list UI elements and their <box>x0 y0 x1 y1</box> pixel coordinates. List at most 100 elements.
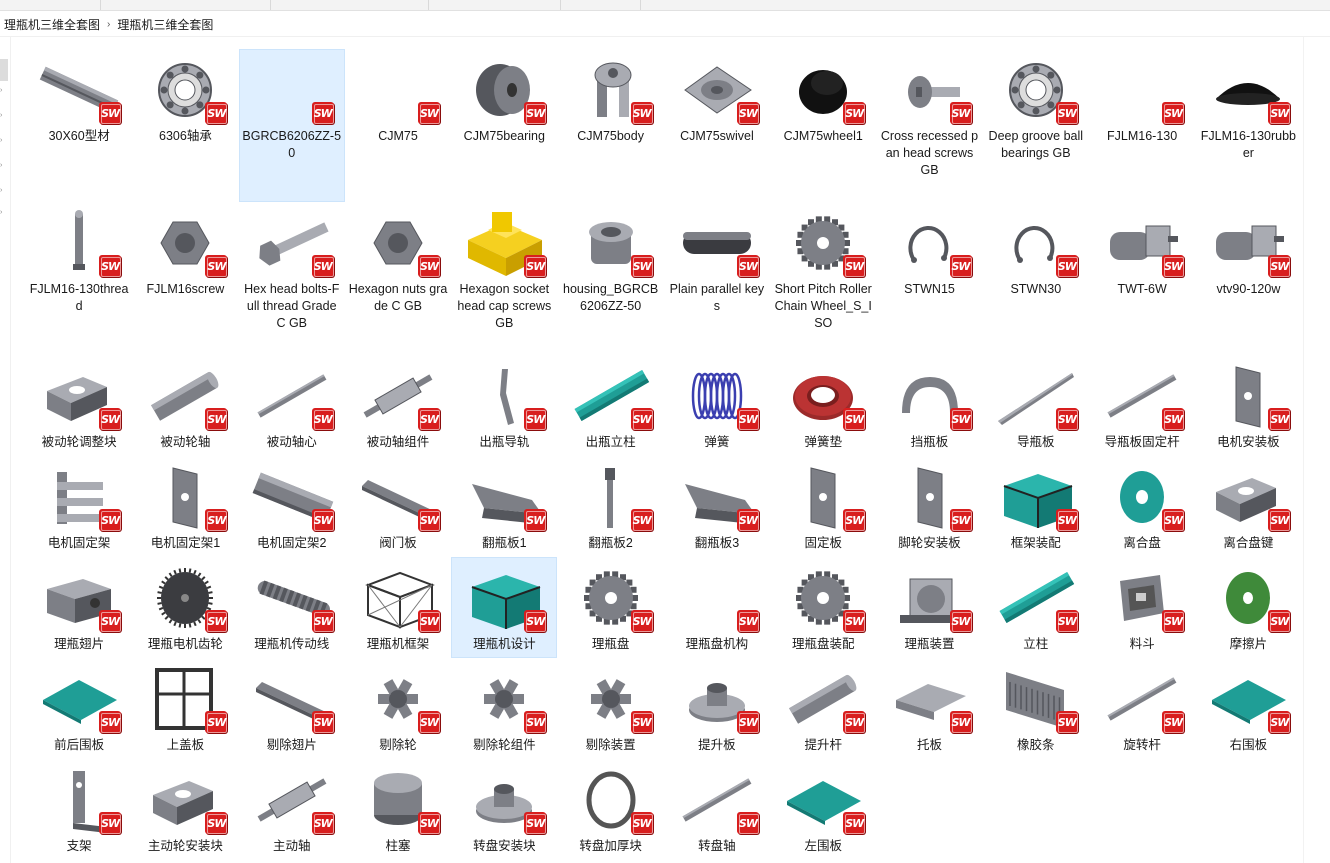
expand-arrow-icon[interactable]: › <box>0 187 3 194</box>
file-thumbnail[interactable]: SW <box>882 663 978 735</box>
file-thumbnail[interactable]: SW <box>775 562 871 634</box>
file-thumbnail[interactable]: SW <box>244 360 340 432</box>
file-thumbnail[interactable]: SW <box>244 54 340 126</box>
file-thumbnail[interactable]: SW <box>31 562 127 634</box>
file-thumbnail[interactable]: SW <box>244 207 340 279</box>
file-thumbnail[interactable]: SW <box>669 54 765 126</box>
file-thumbnail[interactable]: SW <box>137 663 233 735</box>
file-thumbnail[interactable]: SW <box>244 562 340 634</box>
file-thumbnail[interactable]: SW <box>31 207 127 279</box>
nav-selected-item[interactable] <box>0 59 8 81</box>
file-thumbnail[interactable]: SW <box>137 764 233 836</box>
file-thumbnail[interactable]: SW <box>775 360 871 432</box>
file-thumbnail[interactable]: SW <box>563 764 659 836</box>
expand-arrow-icon[interactable]: › <box>0 137 3 144</box>
file-thumbnail[interactable]: SW <box>137 562 233 634</box>
file-thumbnail[interactable]: SW <box>882 54 978 126</box>
file-thumbnail[interactable]: SW <box>775 764 871 836</box>
file-thumbnail[interactable]: SW <box>669 461 765 533</box>
file-thumbnail[interactable]: SW <box>1200 461 1296 533</box>
file-thumbnail[interactable]: SW <box>350 207 446 279</box>
file-thumbnail[interactable]: SW <box>244 461 340 533</box>
chevron-right-icon[interactable]: › <box>107 18 111 30</box>
file-thumbnail[interactable]: SW <box>350 663 446 735</box>
file-thumbnail[interactable]: SW <box>244 663 340 735</box>
expand-arrow-icon[interactable]: › <box>0 162 3 169</box>
file-thumbnail[interactable]: SW <box>775 207 871 279</box>
file-thumbnail[interactable]: SW <box>350 461 446 533</box>
file-thumbnail[interactable]: SW <box>1200 562 1296 634</box>
file-thumbnail[interactable]: SW <box>988 54 1084 126</box>
file-thumbnail[interactable]: SW <box>775 663 871 735</box>
file-thumbnail[interactable]: SW <box>1200 663 1296 735</box>
expand-arrow-icon[interactable]: › <box>0 209 3 216</box>
file-thumbnail[interactable]: SW <box>31 663 127 735</box>
file-thumbnail[interactable]: SW <box>882 360 978 432</box>
file-thumbnail[interactable]: SW <box>563 360 659 432</box>
file-thumbnail[interactable]: SW <box>1200 207 1296 279</box>
breadcrumb-item[interactable]: 理瓶机三维全套图 <box>117 17 214 32</box>
file-thumbnail[interactable]: SW <box>244 764 340 836</box>
file-thumbnail[interactable]: SW <box>137 461 233 533</box>
navigation-pane[interactable]: › › › › › › <box>0 37 11 863</box>
file-thumbnail[interactable]: SW <box>1094 461 1190 533</box>
file-thumbnail[interactable]: SW <box>882 461 978 533</box>
file-thumbnail[interactable]: SW <box>1094 360 1190 432</box>
file-thumbnail[interactable]: SW <box>882 207 978 279</box>
file-thumbnail[interactable]: SW <box>775 461 871 533</box>
expand-arrow-icon[interactable]: › <box>0 87 3 94</box>
file-thumbnail[interactable]: SW <box>988 562 1084 634</box>
file-thumbnail[interactable]: SW <box>1094 562 1190 634</box>
file-thumbnail[interactable]: SW <box>1094 663 1190 735</box>
file-thumbnail[interactable]: SW <box>563 562 659 634</box>
file-thumbnail[interactable]: SW <box>563 54 659 126</box>
file-thumbnail[interactable]: SW <box>1094 54 1190 126</box>
file-thumbnail[interactable]: SW <box>137 54 233 126</box>
file-thumbnail[interactable]: SW <box>456 54 552 126</box>
